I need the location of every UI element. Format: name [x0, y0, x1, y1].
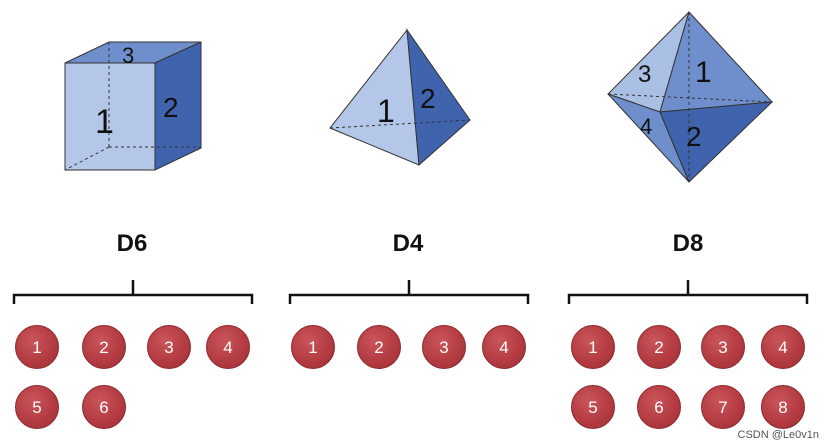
- d8-brace: [567, 280, 809, 304]
- d4-face-label: 1: [377, 93, 395, 129]
- d4-brace: [288, 280, 530, 304]
- d8-face-label: 2: [686, 121, 702, 152]
- d6-face-label: 3: [122, 43, 134, 68]
- d6-outcome-ball: 5: [15, 385, 59, 429]
- d6-label: D6: [116, 230, 148, 257]
- d4-outcome-ball: 3: [422, 325, 466, 369]
- d4-tetrahedron-illustration: 1 2: [329, 28, 471, 167]
- d6-cube-illustration: 3 1 2: [64, 41, 202, 171]
- d8-face-label: 1: [695, 56, 712, 89]
- d6-outcome-ball: 1: [15, 325, 59, 369]
- d8-outcome-ball: 6: [637, 385, 681, 429]
- d6-outcome-ball: 6: [82, 385, 126, 429]
- d4-label: D4: [392, 230, 424, 257]
- d6-outcome-ball: 2: [82, 325, 126, 369]
- d6-face-label: 2: [163, 92, 179, 123]
- d6-face-label: 1: [95, 103, 114, 141]
- d6-outcome-ball: 3: [147, 325, 191, 369]
- d8-face-label: 4: [640, 114, 652, 139]
- d8-outcome-ball: 1: [571, 325, 615, 369]
- d4-outcome-ball: 2: [357, 325, 401, 369]
- d8-outcome-ball: 2: [637, 325, 681, 369]
- watermark: CSDN @Le0v1n: [737, 429, 819, 441]
- d6-brace: [12, 280, 254, 304]
- d8-outcome-ball: 3: [701, 325, 745, 369]
- d4-outcome-ball: 4: [482, 325, 526, 369]
- d8-outcome-ball: 5: [571, 385, 615, 429]
- d6-outcome-ball: 4: [206, 325, 250, 369]
- d4-face-label: 2: [420, 83, 436, 114]
- d8-outcome-ball: 4: [761, 325, 805, 369]
- d8-outcome-ball: 7: [701, 385, 745, 429]
- d4-outcome-ball: 1: [291, 325, 335, 369]
- d8-face-label: 3: [638, 61, 651, 88]
- d8-outcome-ball: 8: [761, 385, 805, 429]
- d8-octahedron-illustration: 3 1 4 2: [607, 11, 774, 183]
- d8-label: D8: [672, 230, 704, 257]
